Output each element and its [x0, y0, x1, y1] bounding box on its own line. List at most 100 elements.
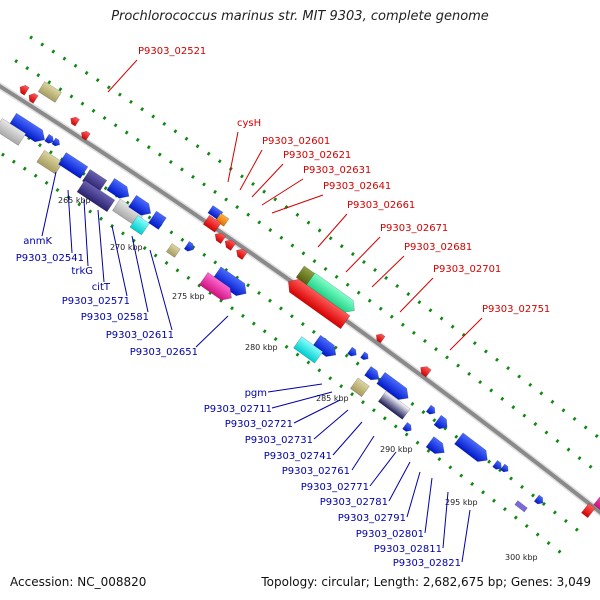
gene-feature — [0, 118, 27, 146]
gene-feature — [28, 93, 39, 104]
track-dot — [213, 260, 218, 265]
track-dot — [240, 174, 244, 179]
gene-feature — [347, 346, 357, 357]
track-dot — [524, 523, 529, 529]
gene-label: P9303_02701 — [433, 264, 501, 275]
track-dot — [113, 123, 118, 128]
track-dot — [169, 230, 174, 235]
track-dot — [481, 490, 486, 495]
track-dot — [135, 137, 140, 142]
track-dot — [279, 235, 284, 240]
gene-label: P9303_02671 — [380, 223, 448, 234]
track-dot — [384, 275, 389, 281]
tick-label: 265 kbp — [58, 196, 91, 205]
track-dot — [594, 434, 599, 439]
track-dot — [240, 313, 245, 318]
gene-feature — [76, 179, 116, 213]
gene-label: P9303_02741 — [264, 451, 332, 462]
gene-feature — [214, 232, 227, 245]
track-dot — [257, 220, 262, 225]
track-dot — [168, 159, 173, 165]
track-dot — [230, 306, 234, 311]
leader-line — [399, 277, 434, 313]
track-dot — [339, 384, 344, 389]
track-dot — [362, 259, 366, 265]
track-dot — [91, 108, 96, 113]
track-dot — [29, 35, 34, 40]
gene-feature — [402, 421, 412, 432]
gene-label: P9303_02541 — [16, 253, 84, 264]
track-dot — [120, 231, 125, 236]
track-dot — [563, 519, 568, 524]
tick-label: 270 kbp — [110, 243, 143, 252]
gene-feature — [128, 194, 152, 216]
gene-label: P9303_02791 — [338, 513, 406, 524]
gene-label: P9303_02661 — [347, 200, 415, 211]
leader-line — [461, 509, 471, 563]
track-dot — [404, 432, 409, 437]
gene-label: P9303_02611 — [106, 330, 174, 341]
track-dot — [173, 129, 178, 134]
track-dot — [411, 330, 416, 335]
track-dot — [47, 80, 52, 85]
track-dot — [36, 73, 41, 78]
leader-line — [369, 451, 397, 487]
track-dot — [58, 87, 63, 92]
track-dot — [195, 144, 200, 149]
track-dot — [373, 267, 377, 273]
gene-feature — [198, 271, 232, 301]
gene-feature — [377, 390, 411, 420]
gene-label: citT — [92, 282, 111, 293]
tick-label: 285 kbp — [316, 394, 349, 403]
track-dot — [588, 464, 593, 469]
gene-feature — [425, 436, 445, 454]
track-dot — [483, 349, 488, 354]
leader-line — [313, 409, 349, 440]
label-layer: P9303_02521cysHP9303_02601P9303_02621P93… — [16, 46, 551, 569]
track-dot — [428, 308, 433, 313]
gene-label: P9303_02601 — [262, 136, 330, 147]
gene-label: cysH — [237, 118, 261, 129]
track-dot — [213, 189, 218, 194]
track-dot — [179, 167, 184, 172]
gene-label: P9303_02801 — [356, 529, 424, 540]
tick-label: 300 kbp — [505, 553, 538, 562]
track-dot — [574, 527, 579, 532]
gene-feature — [454, 432, 488, 462]
track-dot — [410, 401, 415, 406]
track-dot — [142, 246, 147, 251]
track-dot — [306, 360, 311, 365]
track-dot — [117, 92, 122, 97]
track-dot — [448, 465, 453, 470]
leader-line — [251, 163, 284, 198]
track-dot — [273, 337, 278, 342]
track-dot — [522, 413, 527, 418]
gene-feature — [224, 239, 237, 251]
track-dot — [202, 252, 207, 257]
track-dot — [69, 94, 74, 99]
gene-feature — [81, 130, 91, 141]
leader-line — [131, 235, 149, 313]
track-dot — [421, 410, 426, 415]
gene-feature — [311, 334, 337, 357]
track-dot — [88, 209, 93, 214]
track-dot — [44, 180, 49, 185]
leader-line — [332, 421, 363, 456]
track-dot — [450, 324, 455, 329]
track-dot — [509, 476, 514, 481]
track-dot — [262, 329, 267, 334]
track-dot — [531, 493, 535, 498]
tick-label: 280 kbp — [245, 343, 278, 352]
track-dot — [395, 283, 400, 289]
track-dot — [164, 260, 169, 265]
track-dot — [539, 391, 544, 396]
track-dot — [393, 424, 398, 429]
tick-label: 290 kbp — [380, 445, 413, 454]
leader-line — [406, 471, 421, 518]
track-dot — [1, 152, 5, 157]
track-dot — [162, 121, 167, 126]
track-dot — [513, 515, 518, 520]
track-dot — [306, 220, 311, 225]
track-dot — [279, 306, 283, 311]
